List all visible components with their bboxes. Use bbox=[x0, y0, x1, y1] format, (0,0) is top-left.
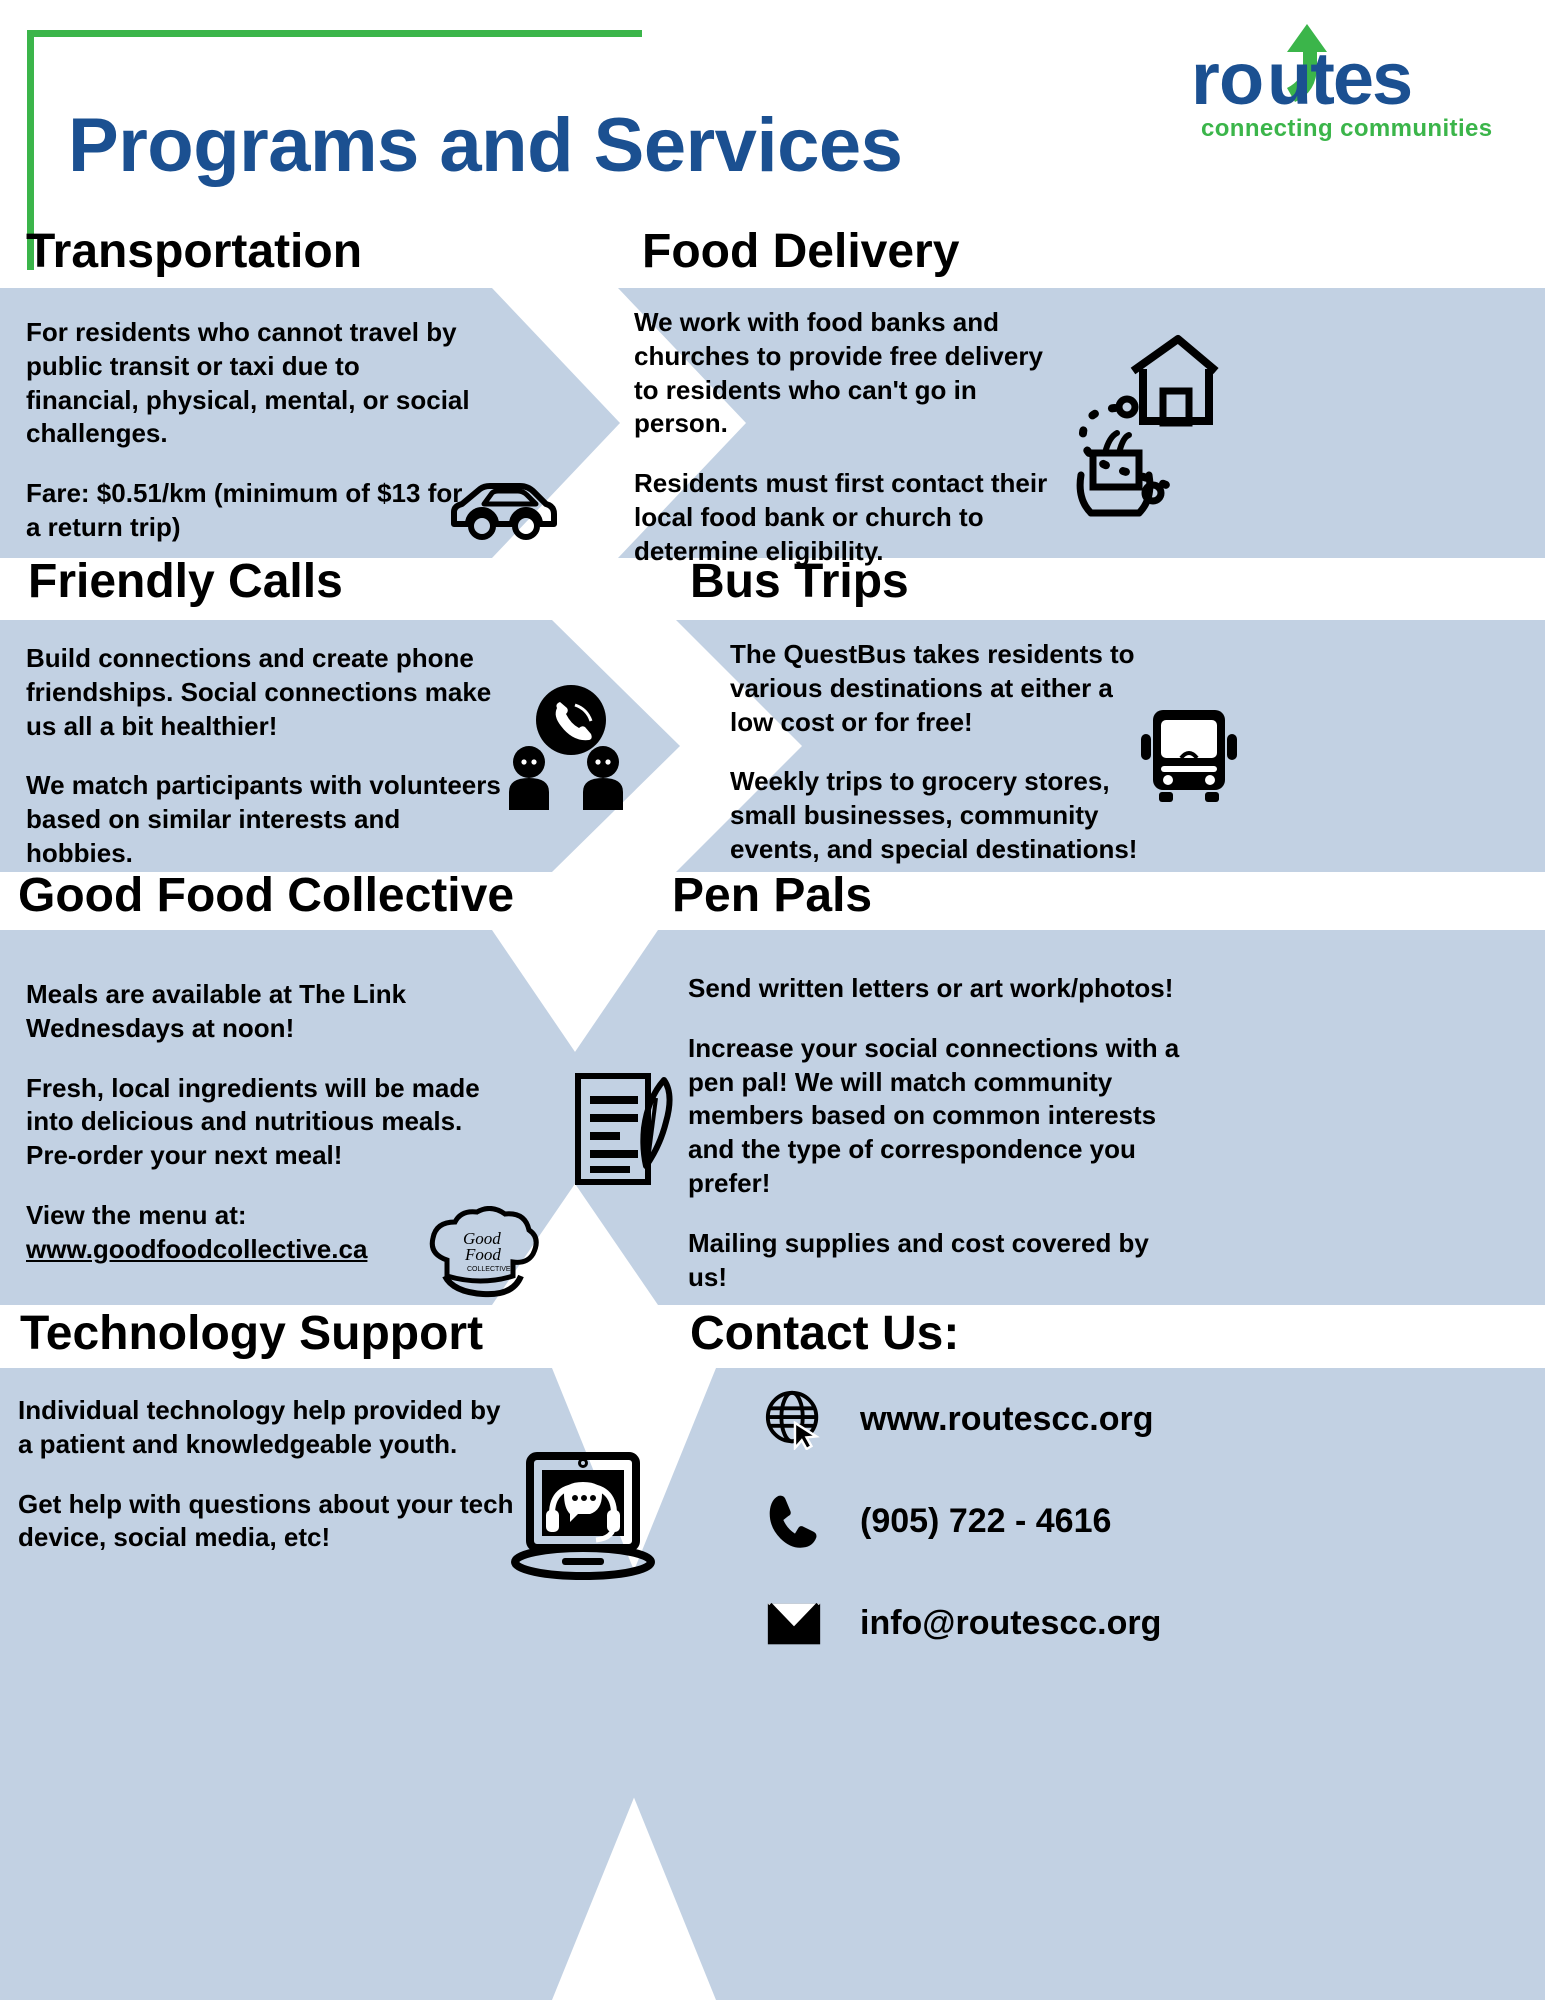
band-row-2: Build connections and create phone frien… bbox=[0, 620, 1545, 872]
body-pen-pals: Send written letters or art work/photos!… bbox=[688, 972, 1188, 1294]
svg-text:Food: Food bbox=[464, 1245, 501, 1264]
body-friendly-calls: Build connections and create phone frien… bbox=[26, 642, 506, 871]
poster-header: Programs and Services r o utes connectin… bbox=[0, 0, 1545, 278]
section-heading-friendly-calls: Friendly Calls bbox=[28, 555, 343, 608]
contact-row-phone[interactable]: (905) 722 - 4616 bbox=[762, 1490, 1161, 1552]
paragraph: View the menu at: bbox=[26, 1199, 247, 1230]
routes-arrow-icon bbox=[1287, 24, 1327, 102]
paragraph: The QuestBus takes residents to various … bbox=[730, 639, 1135, 737]
page-title: Programs and Services bbox=[68, 103, 903, 188]
paragraph: Weekly trips to grocery stores, small bu… bbox=[730, 766, 1138, 864]
section-heading-bus-trips: Bus Trips bbox=[690, 555, 909, 608]
heading-row-3: Good Food Collective Pen Pals bbox=[0, 872, 1545, 932]
contact-label-website: www.routescc.org bbox=[860, 1399, 1154, 1438]
paragraph: Mailing supplies and cost covered by us! bbox=[688, 1227, 1149, 1292]
letter-pen-icon bbox=[572, 1070, 677, 1188]
panel-bus-trips bbox=[676, 620, 1545, 872]
bus-icon bbox=[1135, 708, 1243, 808]
body-good-food-collective: Meals are available at The Link Wednesda… bbox=[26, 978, 496, 1267]
green-corner-rule-vertical bbox=[27, 30, 34, 270]
paragraph: Fare: $0.51/km (minimum of $13 for a ret… bbox=[26, 478, 463, 542]
heading-row-4: Technology Support Contact Us: bbox=[0, 1310, 1545, 1370]
section-heading-food-delivery: Food Delivery bbox=[642, 225, 960, 278]
paragraph: Individual technology help provided by a… bbox=[18, 1395, 501, 1459]
panel-good-food-collective bbox=[0, 930, 620, 1305]
contact-label-email: info@routescc.org bbox=[860, 1603, 1162, 1642]
panel-contact-us bbox=[588, 1368, 1545, 2000]
section-heading-contact-us: Contact Us: bbox=[690, 1307, 960, 1360]
paragraph: Residents must first contact their local… bbox=[634, 468, 1048, 566]
panel-pen-pals bbox=[530, 930, 1545, 1305]
body-transportation: For residents who cannot travel by publi… bbox=[26, 316, 476, 545]
body-food-delivery: We work with food banks and churches to … bbox=[634, 306, 1054, 569]
band-row-1: For residents who cannot travel by publi… bbox=[0, 288, 1545, 566]
section-heading-transportation: Transportation bbox=[26, 225, 363, 278]
envelope-icon bbox=[762, 1592, 826, 1654]
body-bus-trips: The QuestBus takes residents to various … bbox=[730, 638, 1160, 867]
laptop-headset-icon bbox=[508, 1452, 658, 1584]
globe-cursor-icon bbox=[762, 1388, 826, 1450]
paragraph: Increase your social connections with a … bbox=[688, 1032, 1180, 1198]
good-food-collective-logo-icon: Good Food COLLECTIVE bbox=[425, 1206, 545, 1298]
phone-icon bbox=[762, 1490, 826, 1552]
paragraph: We match participants with volunteers ba… bbox=[26, 770, 501, 868]
svg-text:connecting communities: connecting communities bbox=[1201, 115, 1493, 142]
house-delivery-icon bbox=[1075, 333, 1220, 523]
svg-text:Good: Good bbox=[463, 1229, 501, 1248]
contact-row-email[interactable]: info@routescc.org bbox=[762, 1592, 1161, 1654]
paragraph: Send written letters or art work/photos! bbox=[688, 973, 1174, 1003]
svg-text:COLLECTIVE: COLLECTIVE bbox=[467, 1266, 511, 1273]
paragraph: Fresh, local ingredients will be made in… bbox=[26, 1072, 480, 1171]
paragraph: Meals are available at The Link Wednesda… bbox=[26, 979, 407, 1043]
contact-label-phone: (905) 722 - 4616 bbox=[860, 1501, 1112, 1540]
paragraph: Get help with questions about your tech … bbox=[18, 1488, 514, 1553]
contact-list: www.routescc.org (905) 722 - 4616 bbox=[762, 1388, 1161, 1694]
routes-logo: r o utes connecting communities bbox=[1183, 18, 1523, 158]
heading-row-1: Transportation Food Delivery bbox=[0, 228, 1545, 288]
car-icon bbox=[448, 480, 558, 542]
section-heading-technology-support: Technology Support bbox=[20, 1307, 484, 1360]
section-heading-pen-pals: Pen Pals bbox=[672, 869, 873, 922]
paragraph: Build connections and create phone frien… bbox=[26, 643, 492, 741]
svg-text:r: r bbox=[1191, 37, 1219, 120]
good-food-collective-link[interactable]: www.goodfoodcollective.ca bbox=[26, 1233, 368, 1264]
contact-row-website[interactable]: www.routescc.org bbox=[762, 1388, 1161, 1450]
panel-food-delivery bbox=[618, 288, 1545, 558]
phone-people-icon bbox=[505, 682, 635, 812]
band-row-4: Individual technology help provided by a… bbox=[0, 1368, 1545, 2000]
svg-text:utes: utes bbox=[1267, 37, 1411, 120]
green-corner-rule-horizontal bbox=[27, 30, 642, 37]
svg-text:o: o bbox=[1219, 37, 1262, 120]
band-row-3: Meals are available at The Link Wednesda… bbox=[0, 930, 1545, 1305]
paragraph: We work with food banks and churches to … bbox=[634, 307, 1043, 439]
section-heading-good-food-collective: Good Food Collective bbox=[18, 869, 515, 922]
paragraph: For residents who cannot travel by publi… bbox=[26, 317, 470, 449]
heading-row-2: Friendly Calls Bus Trips bbox=[0, 558, 1545, 618]
body-technology-support: Individual technology help provided by a… bbox=[18, 1394, 518, 1555]
